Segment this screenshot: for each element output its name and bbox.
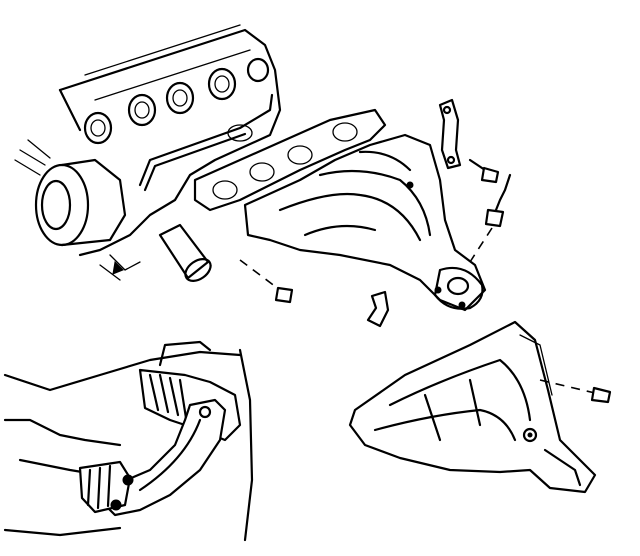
bracket (438, 98, 462, 170)
pulley (34, 158, 127, 247)
exhaust-pipe-connection (3, 340, 254, 542)
exhaust-manifold-gasket (193, 108, 387, 212)
clip (366, 290, 390, 328)
bolt (468, 158, 500, 184)
heat-shield (348, 320, 597, 494)
engine-block (14, 24, 282, 283)
heat-shield-bolt (539, 379, 612, 404)
oxygen-sensor (469, 173, 512, 263)
oil-filter (158, 223, 212, 283)
nut (274, 286, 294, 304)
alignment-line (239, 259, 281, 291)
exhaust-port-openings (83, 57, 270, 145)
exhaust-manifold (243, 133, 487, 312)
